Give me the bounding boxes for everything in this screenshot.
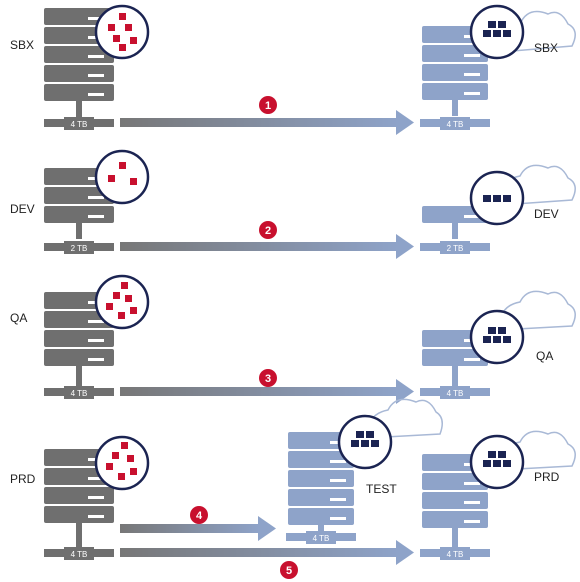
svg-text:1: 1	[265, 100, 271, 112]
target-label-prd: PRD	[534, 470, 560, 484]
migration-arrow-1	[120, 110, 414, 135]
red-blocks-icon	[94, 149, 150, 205]
row-sbx: SBX 4 TB	[10, 4, 576, 135]
red-blocks-icon	[94, 4, 150, 60]
navy-blocks-icon	[469, 309, 525, 365]
svg-text:4: 4	[196, 510, 203, 522]
env-label-sbx: SBX	[10, 38, 34, 52]
navy-blocks-icon	[469, 434, 525, 490]
source-server-prd	[44, 449, 114, 560]
storage-size-qa-target: 4 TB	[447, 389, 464, 398]
storage-size-dev: 2 TB	[71, 244, 88, 253]
step-badge-4: 4	[190, 506, 208, 524]
navy-blocks-icon	[337, 414, 393, 470]
storage-size-sbx-target: 4 TB	[447, 120, 464, 129]
step-badge-1: 1	[259, 96, 277, 114]
test-label: TEST	[366, 482, 397, 496]
step-badge-3: 3	[259, 369, 277, 387]
svg-text:3: 3	[265, 373, 271, 385]
svg-text:2: 2	[265, 225, 271, 237]
target-label-dev: DEV	[534, 207, 559, 221]
target-label-sbx: SBX	[534, 41, 558, 55]
row-qa: QA 4 TB	[10, 274, 576, 404]
cloud-icon	[367, 398, 443, 439]
svg-text:5: 5	[286, 565, 292, 577]
storage-size-test: 4 TB	[313, 534, 330, 543]
target-server-dev	[420, 206, 490, 254]
storage-size-prd: 4 TB	[71, 550, 88, 559]
step-badge-5: 5	[280, 561, 298, 579]
navy-blocks-icon	[469, 170, 525, 226]
navy-blocks-icon	[469, 4, 525, 60]
migration-arrow-4	[120, 516, 276, 541]
env-label-qa: QA	[10, 311, 27, 325]
storage-size-qa: 4 TB	[71, 389, 88, 398]
target-label-qa: QA	[536, 349, 553, 363]
row-dev: DEV 2 TB 2	[10, 149, 576, 259]
red-blocks-icon	[94, 435, 150, 491]
red-blocks-icon	[94, 274, 150, 330]
storage-size-sbx: 4 TB	[71, 120, 88, 129]
step-badge-2: 2	[259, 221, 277, 239]
storage-size-dev-target: 2 TB	[447, 244, 464, 253]
migration-arrow-3	[120, 379, 414, 404]
cloud-icon	[499, 290, 576, 331]
env-label-dev: DEV	[10, 202, 35, 216]
migration-arrow-2	[120, 234, 414, 259]
row-prd: PRD 4 TB	[10, 398, 576, 579]
test-server-prd	[286, 432, 356, 544]
migration-arrow-5	[120, 540, 414, 565]
storage-size-prd-target: 4 TB	[447, 550, 464, 559]
env-label-prd: PRD	[10, 472, 36, 486]
